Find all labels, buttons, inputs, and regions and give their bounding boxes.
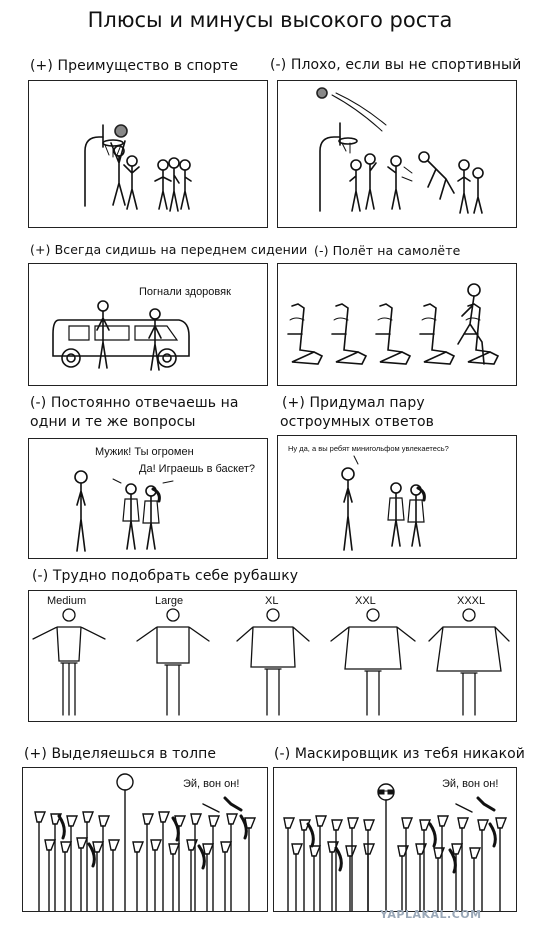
size-label-xxl: XXL (355, 595, 376, 607)
panel-front-seat: Погнали здоровяк (28, 263, 268, 386)
caption-front-seat: (+) Всегда сидишь на переднем сидении (30, 242, 308, 257)
panel-sport-advantage (28, 80, 268, 228)
caption-shirt-size: (-) Трудно подобрать себе рубашку (32, 568, 299, 584)
panel-stand-out: Эй, вон он! (22, 767, 268, 912)
caption-same-questions-line2: одни и те же вопросы (30, 414, 196, 430)
size-label-large: Large (155, 595, 184, 607)
caption-same-questions-line1: (-) Постоянно отвечаешь на (30, 395, 239, 411)
speech-play-basketball: Да! Играешь в баскет? (139, 463, 255, 475)
caption-witty-answers-line1: (+) Придумал пару (282, 395, 425, 411)
caption-plane-flight: (-) Полёт на самолёте (314, 243, 461, 258)
size-label-xxxl: XXXL (457, 595, 486, 607)
panel-not-athletic (277, 80, 517, 228)
page-title: Плюсы и минусы высокого роста (87, 8, 453, 32)
panel-same-questions: Мужик! Ты огромен Да! Играешь в баскет? (28, 438, 268, 559)
caption-stand-out: (+) Выделяешься в толпе (24, 746, 217, 762)
panel-witty-answers: Ну да, а вы ребят минигольфом увлекаетес… (277, 435, 517, 559)
size-label-medium: Medium (47, 595, 87, 607)
caption-sport-advantage: (+) Преимущество в спорте (30, 58, 239, 74)
caption-bad-disguise: (-) Маскировщик из тебя никакой (274, 746, 526, 762)
watermark: YAPLAKAL.COM (380, 908, 482, 921)
size-label-xl: XL (265, 595, 279, 607)
speech-man-huge: Мужик! Ты огромен (95, 446, 194, 458)
caption-not-athletic: (-) Плохо, если вы не спортивный (270, 57, 522, 73)
speech-there-he-is-1: Эй, вон он! (183, 778, 240, 790)
panel-plane-flight (277, 263, 517, 386)
panel-bad-disguise: Эй, вон он! (273, 767, 517, 912)
caption-witty-answers-line2: остроумных ответов (280, 414, 435, 430)
panel-shirt-size: Medium Large XL XXL XXXL (28, 590, 517, 722)
speech-front-seat: Погнали здоровяк (139, 286, 231, 298)
speech-minigolf: Ну да, а вы ребят минигольфом увлекаетес… (288, 444, 449, 453)
speech-there-he-is-2: Эй, вон он! (442, 778, 499, 790)
